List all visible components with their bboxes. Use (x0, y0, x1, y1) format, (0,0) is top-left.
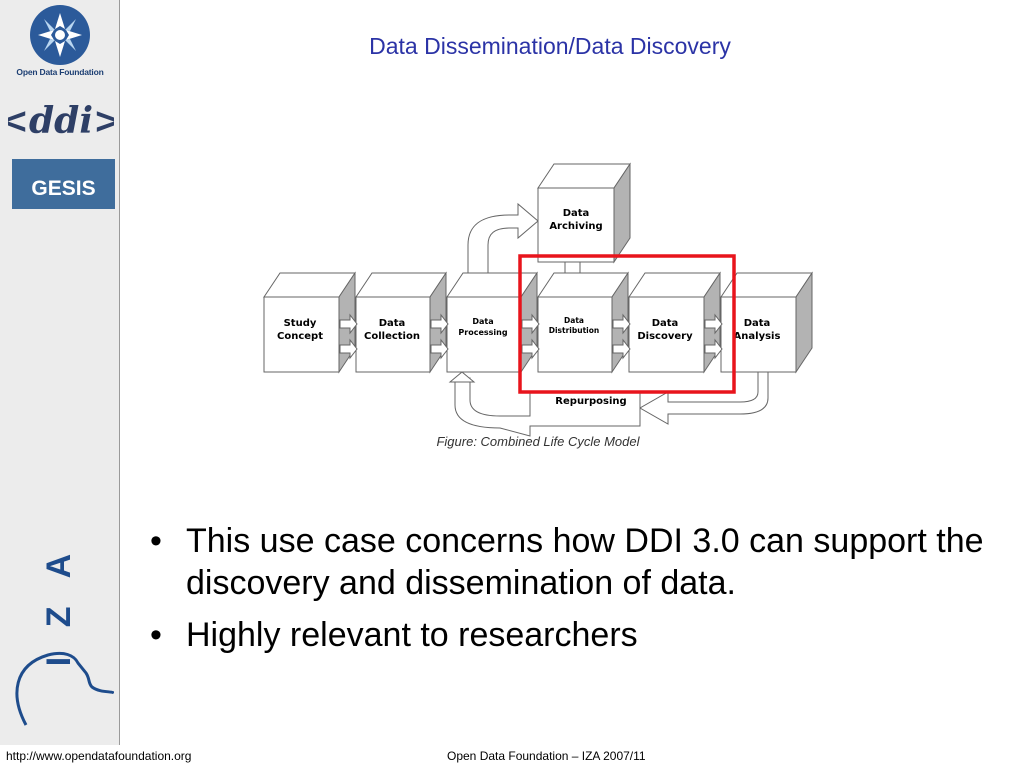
box-data-collection-line1: Data (379, 318, 406, 329)
bullet-item: Highly relevant to researchers (150, 614, 1000, 656)
arrow-collection-processing-bottom (430, 338, 449, 360)
box-data-discovery-line1: Data (652, 318, 679, 329)
ddi-logo-text: <ddi> (8, 100, 114, 142)
odf-logo-text: Open Data Foundation (16, 67, 104, 77)
box-data-distribution-line1: Data (564, 316, 584, 325)
repurposing-label: Repurposing (555, 396, 626, 407)
logo-sidebar: Open Data Foundation <ddi> GESIS I Z A (0, 0, 120, 745)
box-study-concept-line1: Study (284, 318, 317, 329)
arrow-concept-collection-top (339, 313, 358, 335)
arrow-concept-collection-bottom (339, 338, 358, 360)
iza-logo-text: I Z A (40, 544, 78, 666)
box-data-distribution-line2: Distribution (549, 326, 599, 335)
footer-url[interactable]: http://www.opendatafoundation.org (6, 749, 192, 763)
arrow-discovery-analysis-bottom (704, 338, 723, 360)
arrow-processing-distribution-top (521, 313, 540, 335)
iza-logo: I Z A (15, 544, 114, 726)
highlight-box (518, 254, 736, 394)
repurposing-arrow-left (454, 377, 641, 437)
box-data-processing-line1: Data (472, 317, 493, 326)
box-data-analysis-line1: Data (744, 318, 771, 329)
bullet-list: This use case concerns how DDI 3.0 can s… (150, 520, 1000, 666)
slide-title: Data Dissemination/Data Discovery (369, 33, 731, 59)
box-data-processing-line2: Processing (458, 328, 507, 337)
box-data-discovery-line2: Discovery (637, 331, 693, 342)
arrow-processing-distribution-bottom (521, 338, 540, 360)
box-study-concept-line2: Concept (277, 331, 323, 342)
footer-center-text: Open Data Foundation – IZA 2007/11 (447, 749, 646, 763)
open-data-foundation-logo (30, 5, 90, 65)
box-data-collection-line2: Collection (364, 331, 420, 342)
arrow-distribution-discovery-top (612, 313, 631, 335)
bullet-item: This use case concerns how DDI 3.0 can s… (150, 520, 1000, 604)
repurposing-loop-up (448, 371, 476, 383)
arrow-discovery-analysis-top (704, 313, 723, 335)
flow-arrows (339, 313, 723, 360)
gesis-logo: GESIS (12, 159, 115, 209)
gesis-logo-text: GESIS (31, 177, 96, 200)
ddi-logo: <ddi> (8, 100, 114, 142)
arrow-collection-processing-top (430, 313, 449, 335)
box-data-archiving: Data Archiving (537, 162, 631, 264)
box-data-analysis-line2: Analysis (734, 331, 781, 342)
figure-caption: Figure: Combined Life Cycle Model (436, 434, 640, 449)
box-data-archiving-line1: Data (563, 208, 590, 219)
life-cycle-diagram: Data Archiving Study Concept Data Collec… (263, 162, 813, 449)
box-data-archiving-line2: Archiving (549, 221, 602, 232)
repurposing-arrow (638, 371, 769, 425)
arrow-distribution-discovery-bottom (612, 338, 631, 360)
